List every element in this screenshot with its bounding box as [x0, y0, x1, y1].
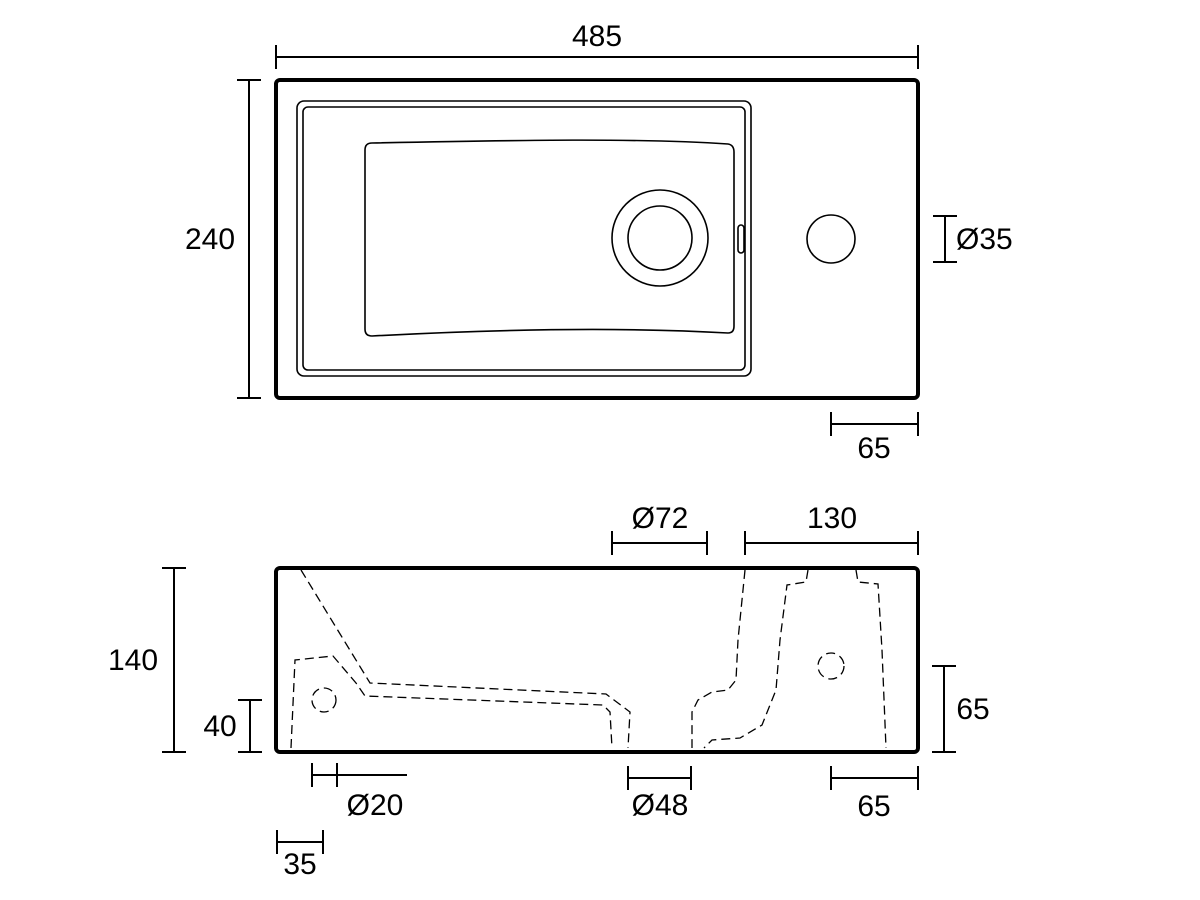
dim-overflow-height-label: 40 — [203, 710, 236, 743]
dim-overflow-height: 40 — [203, 699, 262, 753]
top-view: 485 240 Ø35 65 — [185, 20, 1013, 465]
dim-bottom-right-label: 65 — [857, 790, 890, 823]
basin-bowl — [364, 139, 735, 337]
dim-bottom-right: 65 — [830, 766, 919, 823]
dim-tap-hole: Ø35 — [933, 215, 1013, 263]
dim-top-width: 485 — [275, 20, 919, 69]
dim-drain: Ø72 — [611, 502, 708, 555]
dim-top-height: 240 — [185, 79, 261, 399]
tap-hole — [806, 214, 856, 264]
outlet-hidden-left — [691, 569, 746, 748]
basin-rim-inner — [302, 106, 746, 371]
top-view-outline — [274, 78, 920, 400]
basin-floor-hidden — [290, 655, 613, 749]
dim-top-height-label: 240 — [185, 223, 235, 256]
dim-left-offset-label: 35 — [283, 848, 316, 881]
dim-side-height-label: 140 — [108, 644, 158, 677]
dim-overflow-dia: Ø20 — [311, 763, 407, 822]
dim-left-offset: 35 — [276, 830, 324, 881]
dim-outlet-dia: Ø48 — [627, 766, 692, 822]
bracket-hidden — [855, 569, 887, 749]
dim-top-width-label: 485 — [572, 20, 622, 53]
overflow-channel-hidden — [300, 569, 631, 749]
dim-right-offset: 130 — [744, 502, 919, 555]
dim-tap-offset: 65 — [830, 412, 919, 465]
dim-overflow-dia-label: Ø20 — [347, 789, 404, 822]
side-view-outline — [274, 566, 920, 754]
overflow-hole-hidden — [311, 687, 337, 713]
drain-inner-ring — [627, 205, 693, 271]
dim-right-height-label: 65 — [956, 693, 989, 726]
outlet-hidden-right — [703, 569, 809, 749]
fixing-hole-hidden — [817, 652, 845, 680]
basin-rim-outer — [296, 100, 752, 377]
side-view: Ø72 130 140 40 65 — [108, 502, 990, 881]
overflow-slot — [737, 224, 745, 254]
dim-right-height: 65 — [932, 665, 990, 753]
dim-outlet-dia-label: Ø48 — [632, 789, 689, 822]
dim-drain-label: Ø72 — [632, 502, 689, 535]
dim-tap-hole-label: Ø35 — [956, 223, 1013, 256]
drain-outer-ring — [611, 189, 709, 287]
dim-right-offset-label: 130 — [807, 502, 857, 535]
dim-side-height: 140 — [108, 567, 186, 753]
dim-tap-offset-label: 65 — [857, 432, 890, 465]
